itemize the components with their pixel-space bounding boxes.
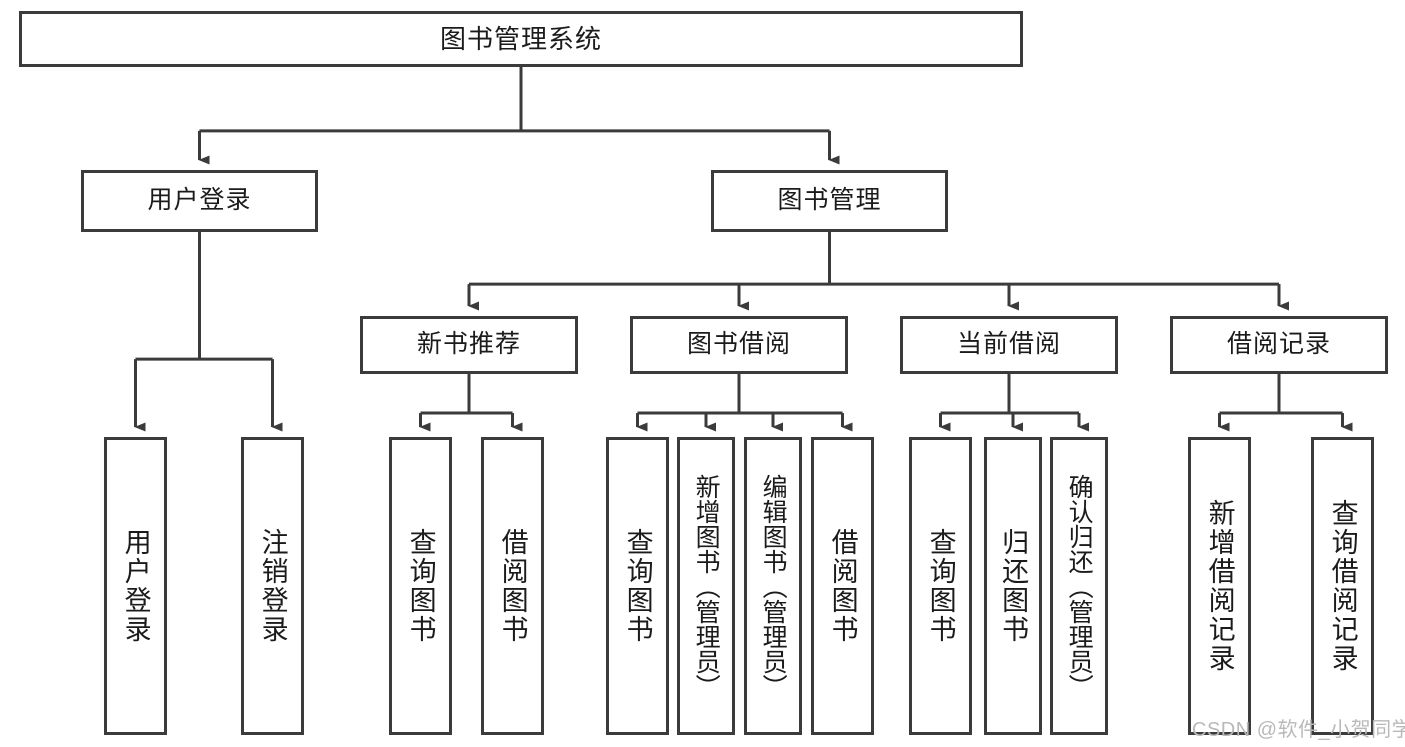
node-label: 借阅图书 bbox=[497, 528, 528, 644]
node-label: 查询图书 bbox=[405, 528, 436, 644]
node-label: 查询图书 bbox=[622, 528, 653, 644]
node-leaf-query-book-2[interactable]: 查询图书 bbox=[606, 437, 669, 735]
watermark: CSDN @软件_小贺同学 bbox=[1192, 719, 1405, 741]
node-leaf-query-book-3[interactable]: 查询图书 bbox=[909, 437, 972, 735]
node-current-borrow[interactable]: 当前借阅 bbox=[900, 316, 1118, 374]
node-book-borrow[interactable]: 图书借阅 bbox=[630, 316, 848, 374]
node-label: 用户登录 bbox=[147, 186, 252, 215]
node-user-login[interactable]: 用户登录 bbox=[81, 170, 318, 232]
node-leaf-confirm-return-admin[interactable]: 确认归还（管理员） bbox=[1050, 437, 1108, 735]
node-book-manage[interactable]: 图书管理 bbox=[711, 170, 948, 232]
node-root[interactable]: 图书管理系统 bbox=[19, 11, 1023, 67]
node-label: 编辑图书（管理员） bbox=[759, 473, 788, 699]
node-label: 图书借阅 bbox=[686, 330, 791, 359]
node-leaf-borrow-book-2[interactable]: 借阅图书 bbox=[811, 437, 874, 735]
node-label: 新增图书（管理员） bbox=[692, 473, 721, 699]
node-leaf-add-borrow-record[interactable]: 新增借阅记录 bbox=[1188, 437, 1251, 735]
node-leaf-query-borrow-record[interactable]: 查询借阅记录 bbox=[1311, 437, 1374, 735]
node-label: 借阅记录 bbox=[1226, 330, 1331, 359]
node-leaf-logout[interactable]: 注销登录 bbox=[241, 437, 304, 735]
node-leaf-edit-book-admin[interactable]: 编辑图书（管理员） bbox=[744, 437, 802, 735]
node-label: 当前借阅 bbox=[956, 330, 1061, 359]
node-label: 图书管理系统 bbox=[439, 23, 602, 54]
node-leaf-add-book-admin[interactable]: 新增图书（管理员） bbox=[677, 437, 735, 735]
node-label: 归还图书 bbox=[998, 528, 1029, 644]
node-label: 图书管理 bbox=[777, 186, 882, 215]
node-new-book-rec[interactable]: 新书推荐 bbox=[360, 316, 578, 374]
node-label: 用户登录 bbox=[120, 528, 151, 644]
node-label: 新增借阅记录 bbox=[1204, 499, 1235, 673]
node-leaf-query-book-1[interactable]: 查询图书 bbox=[389, 437, 452, 735]
node-leaf-return-book[interactable]: 归还图书 bbox=[984, 437, 1042, 735]
node-label: 注销登录 bbox=[257, 528, 288, 644]
node-borrow-record[interactable]: 借阅记录 bbox=[1170, 316, 1388, 374]
node-label: 新书推荐 bbox=[416, 330, 521, 359]
node-label: 查询图书 bbox=[925, 528, 956, 644]
node-leaf-user-login[interactable]: 用户登录 bbox=[104, 437, 167, 735]
node-leaf-borrow-book-1[interactable]: 借阅图书 bbox=[481, 437, 544, 735]
node-label: 确认归还（管理员） bbox=[1065, 473, 1094, 699]
node-label: 查询借阅记录 bbox=[1327, 499, 1358, 673]
node-label: 借阅图书 bbox=[827, 528, 858, 644]
